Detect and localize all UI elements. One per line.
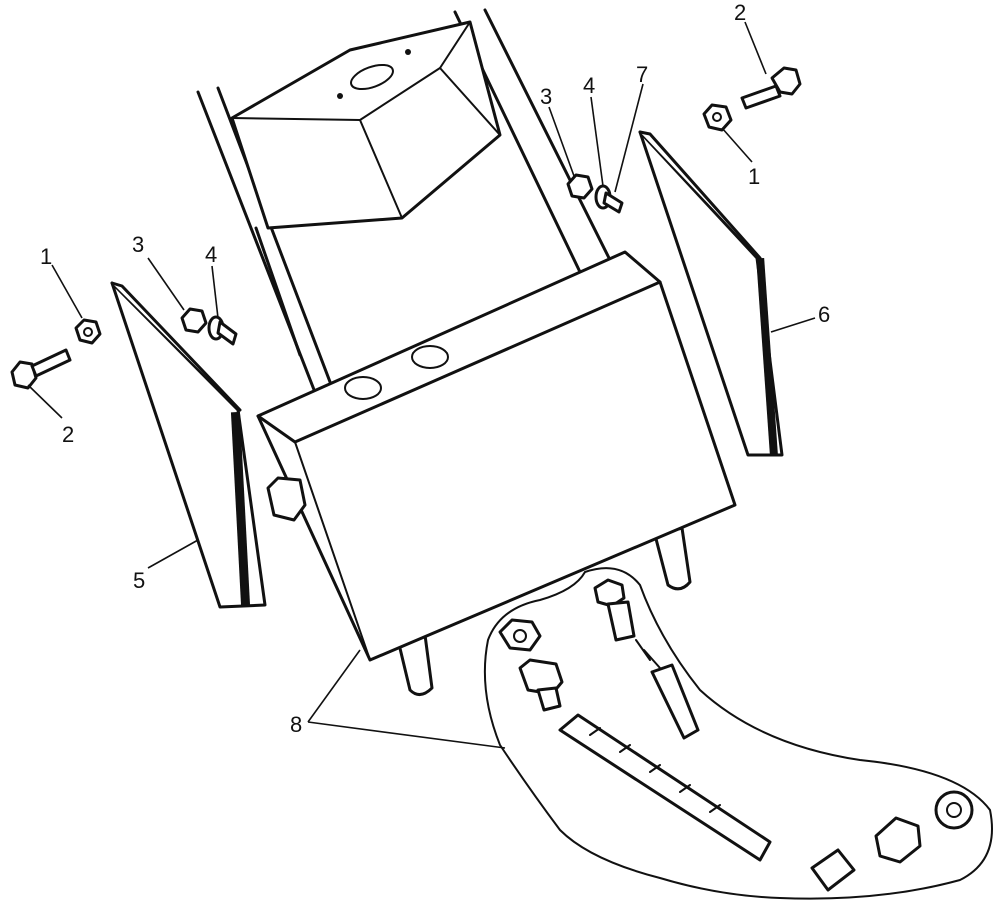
side-panel-part-6 <box>638 130 784 457</box>
lower-rails <box>396 526 692 696</box>
callout-8: 8 <box>290 712 302 737</box>
box-housing-part-8 <box>256 250 737 662</box>
callout-7: 7 <box>636 62 648 87</box>
right-screw-part-7 <box>602 191 624 214</box>
right-bolt-part-2 <box>740 66 802 110</box>
left-bolt-part-2 <box>10 348 72 390</box>
upper-bracket <box>230 20 502 230</box>
callout-6: 6 <box>818 302 830 327</box>
side-panel-part-5 <box>110 281 267 609</box>
callout-3-left: 3 <box>132 232 144 257</box>
callout-4-right: 4 <box>583 73 595 98</box>
callout-3-right: 3 <box>540 84 552 109</box>
callout-1-right: 1 <box>748 164 760 189</box>
callout-5: 5 <box>133 568 145 593</box>
callout-2-right: 2 <box>734 0 746 25</box>
left-washer-screw-part-4 <box>207 315 238 346</box>
left-nut-part-3 <box>180 307 208 334</box>
callout-2-left: 2 <box>62 422 74 447</box>
fittings-group-part-8 <box>483 567 993 900</box>
callout-1-left: 1 <box>40 244 52 269</box>
right-nut-part-3 <box>566 173 594 200</box>
leader-lines <box>27 21 816 749</box>
callout-labels: 1 2 3 4 5 2 1 3 4 7 6 8 <box>40 0 830 737</box>
left-nut-part-1 <box>74 318 102 345</box>
right-nut-part-1 <box>702 103 733 132</box>
callout-4-left: 4 <box>205 242 217 267</box>
